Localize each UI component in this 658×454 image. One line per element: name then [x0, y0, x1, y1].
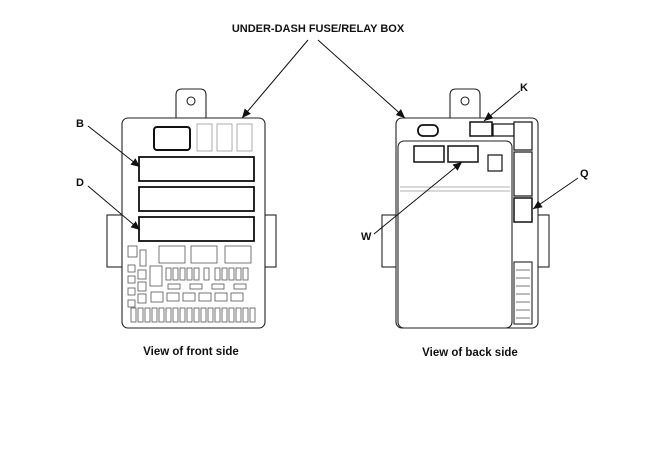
front-view-caption: View of front side — [143, 346, 239, 358]
front-view-mini-fuse-row-1 — [165, 267, 249, 281]
back-view-connector — [513, 261, 533, 325]
callout-k-leader — [483, 90, 521, 122]
callout-b-label: B — [76, 118, 84, 130]
title-leader-back — [317, 39, 406, 119]
title-leader-front — [241, 39, 309, 119]
callout-q-leader — [532, 177, 579, 210]
back-view-caption: View of back side — [422, 347, 518, 359]
back-view-relay-blocks — [413, 121, 533, 223]
front-view-lower-fuse-area — [127, 245, 256, 323]
front-view-top-fuses — [153, 123, 253, 152]
callout-w-label: W — [361, 231, 372, 243]
callout-d-label: D — [76, 177, 84, 189]
callout-k-label: K — [520, 82, 528, 94]
callout-w-leader — [373, 161, 463, 235]
callout-b-leader — [87, 125, 141, 168]
callout-q-label: Q — [580, 168, 589, 180]
front-view-mini-fuse-row-2 — [130, 307, 256, 323]
diagram-title: UNDER-DASH FUSE/RELAY BOX — [232, 23, 405, 35]
callout-d-leader — [87, 185, 141, 231]
front-view-relay-blocks — [138, 156, 255, 242]
